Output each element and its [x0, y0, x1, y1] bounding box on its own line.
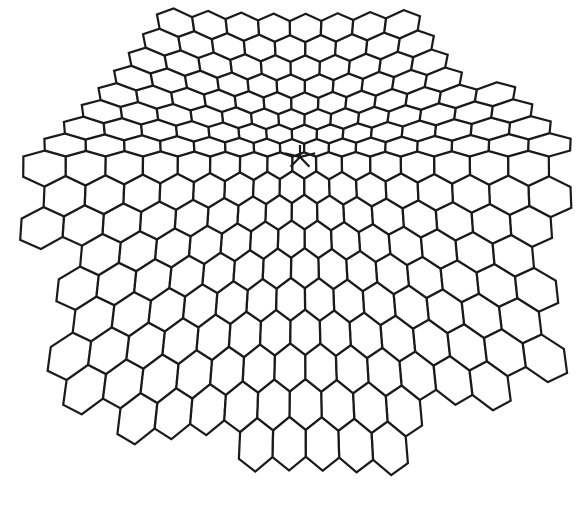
hexagon-mesh-figure [0, 0, 579, 514]
